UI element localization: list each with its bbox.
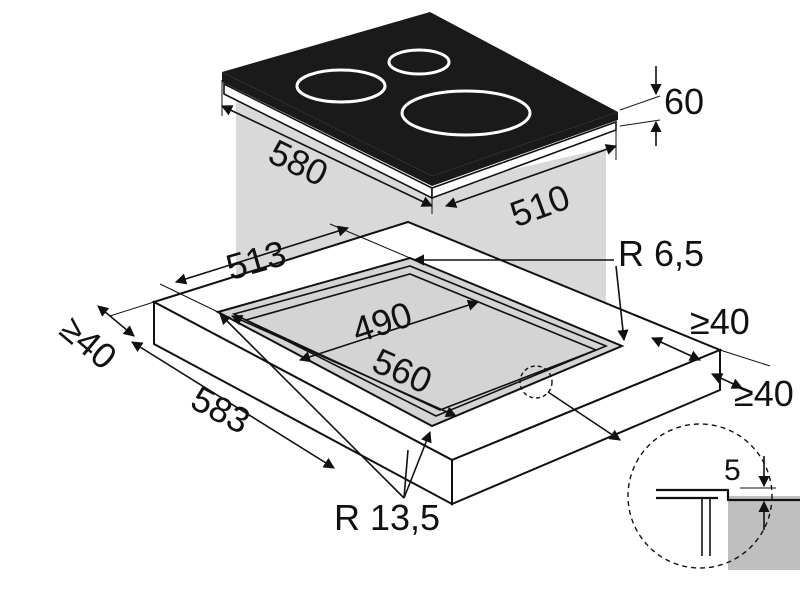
label-corner-radius-outer: R 13,5 xyxy=(334,497,440,538)
recess-detail-view xyxy=(627,423,800,570)
label-min-front-margin: ≥40 xyxy=(53,308,125,378)
label-recess-depth: 5 xyxy=(724,454,741,487)
hob-dimension-lines xyxy=(220,66,662,214)
label-hob-height: 60 xyxy=(664,81,704,122)
cooking-zone-medium xyxy=(295,68,387,104)
detail-circle xyxy=(627,423,773,569)
label-min-back-margin: ≥40 xyxy=(734,373,794,414)
detail-callout-circle xyxy=(519,365,553,399)
cooking-zone-small xyxy=(387,48,451,76)
cutout-dimension-lines xyxy=(97,223,771,499)
label-min-side-margin: ≥40 xyxy=(690,301,750,342)
label-corner-radius-inner: R 6,5 xyxy=(618,233,704,274)
worktop-front-right xyxy=(451,348,721,506)
hob-glass-top xyxy=(222,12,618,176)
